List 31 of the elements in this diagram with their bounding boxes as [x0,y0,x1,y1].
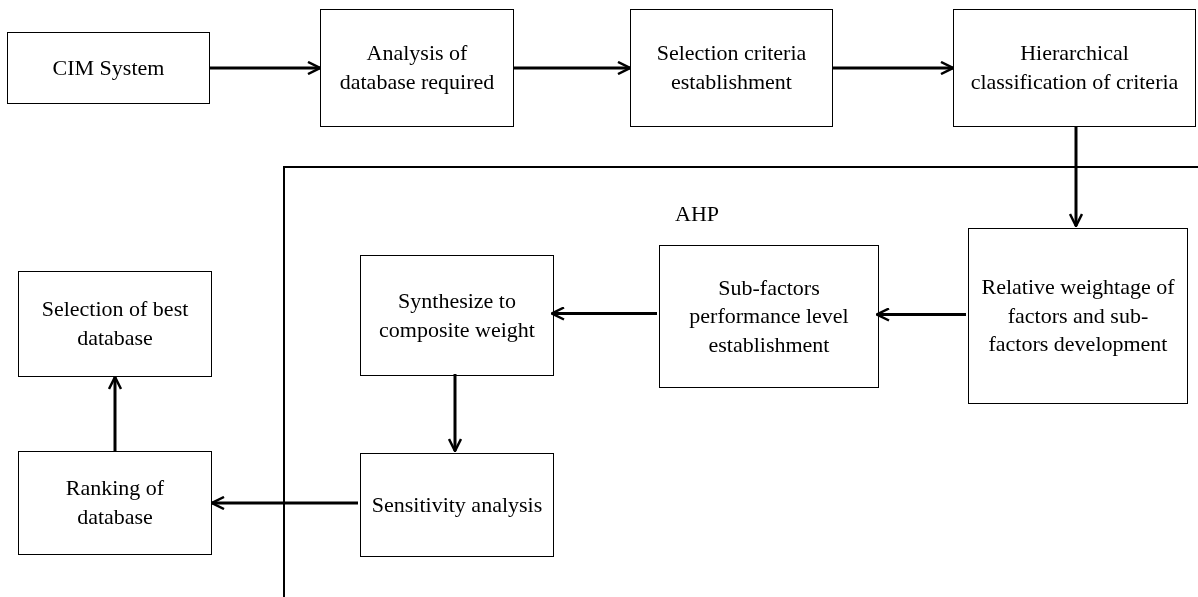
arrow [210,495,358,511]
box-text: Selection criteria establishment [655,39,808,96]
arrow [447,374,463,453]
process-box [968,228,1188,404]
box-text: Synthesize to composite weight [378,286,536,344]
box-text: Ranking of database [64,474,166,531]
process-box [18,451,212,555]
box-text: Selection of best database [40,295,190,352]
group-frame [283,166,1198,597]
arrow [107,375,123,451]
box-text: CIM System [52,53,165,82]
box-text: Relative weightage of factors and sub-factors development [980,273,1176,359]
process-box [360,453,554,557]
process-box [953,9,1196,127]
arrow [875,307,966,322]
box-text: Analysis of database required [338,39,496,96]
process-box [630,9,833,127]
process-box [320,9,514,127]
group-title: AHP [675,201,719,227]
process-box [360,255,554,376]
box-text: Sub-factors performance level establishment [688,273,850,359]
process-box [18,271,212,377]
process-box [659,245,879,388]
box-text: Sensitivity analysis [371,490,543,519]
arrow [1068,127,1084,228]
arrow [210,60,322,76]
box-text: Hierarchical classification of criteria [969,39,1180,96]
arrow [550,306,657,321]
arrow [833,60,955,76]
arrow [514,60,632,76]
process-box [7,32,210,104]
